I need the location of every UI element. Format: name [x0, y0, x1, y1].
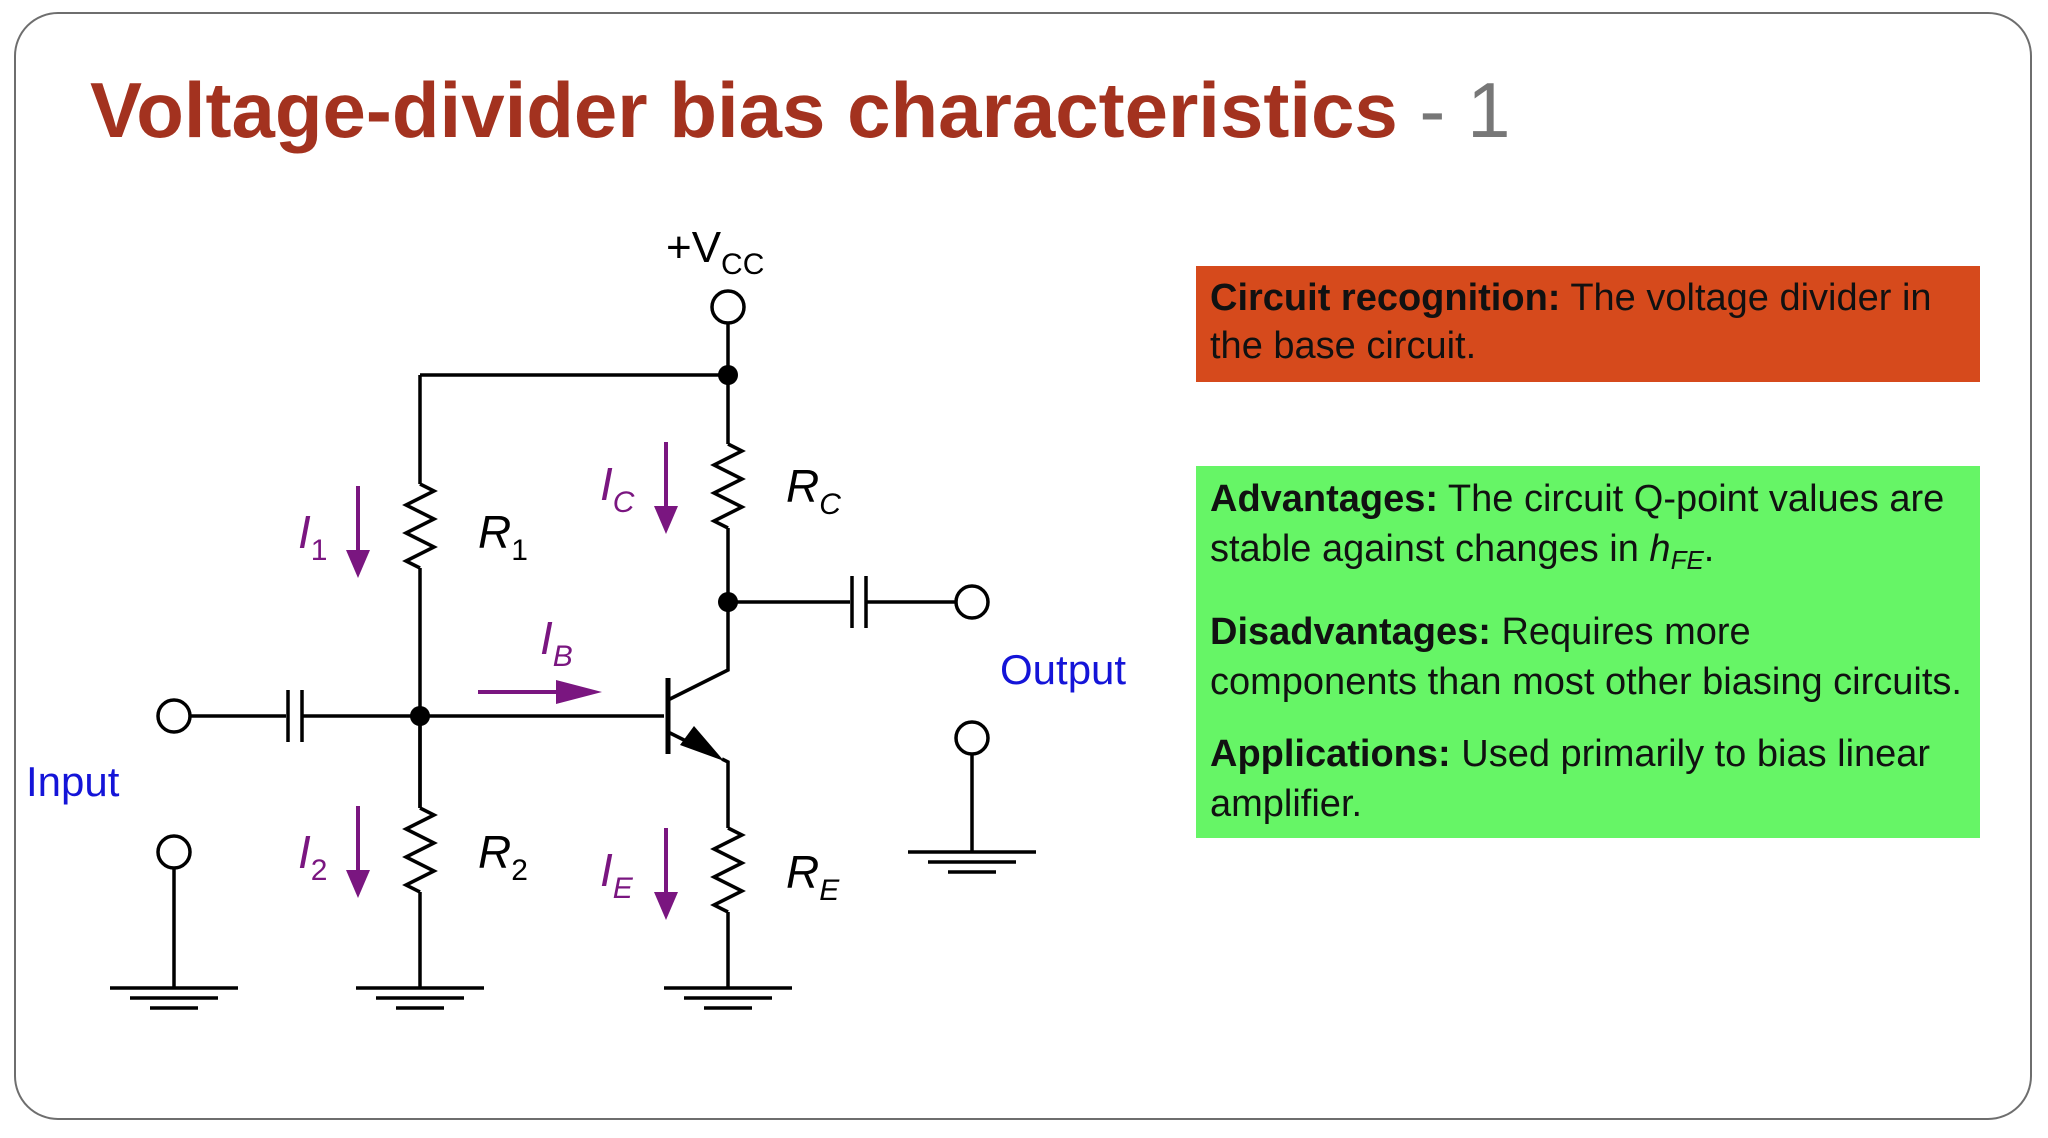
input-ground-icon — [110, 986, 238, 1010]
output-ground-terminal — [954, 720, 990, 756]
applications-heading: Applications: — [1210, 733, 1451, 775]
circuit-recognition-box: Circuit recognition: The voltage divider… — [1196, 266, 1980, 382]
output-ground-icon — [908, 850, 1036, 874]
transistor-collector — [667, 600, 730, 702]
input-capacitor — [286, 690, 304, 742]
re-resistor — [710, 826, 746, 914]
title-main: Voltage-divider bias characteristics — [90, 66, 1398, 154]
vcc-terminal — [710, 289, 746, 325]
input-terminal — [156, 698, 192, 734]
i2-label: I2 — [298, 826, 327, 887]
re-ground-icon — [664, 986, 792, 1010]
i1-label: I1 — [298, 506, 327, 567]
recognition-heading: Circuit recognition: — [1210, 277, 1561, 319]
applications-paragraph: Applications: Used primarily to bias lin… — [1210, 729, 1966, 829]
output-capacitor — [850, 576, 868, 628]
output-label: Output — [1000, 646, 1126, 693]
rc-label: RC — [786, 460, 841, 521]
vcc-label: +VCC — [666, 223, 764, 281]
emitter-wire — [721, 757, 730, 828]
ic-arrow-head — [654, 506, 678, 534]
ib-arrow-head — [556, 680, 602, 704]
r2-resistor — [402, 806, 438, 894]
details-box-background — [1196, 466, 1980, 838]
advantages-heading: Advantages: — [1210, 478, 1439, 520]
disadvantages-paragraph: Disadvantages: Requires more components … — [1210, 607, 1966, 707]
slide-title: Voltage-divider bias characteristics - 1 — [90, 66, 1511, 154]
i1-arrow-head — [346, 550, 370, 578]
details-box: Advantages: The circuit Q-point values a… — [1196, 466, 1980, 837]
ie-arrow-head — [654, 892, 678, 920]
input-ground-terminal — [156, 834, 192, 870]
re-label: RE — [786, 846, 840, 907]
rc-resistor — [710, 442, 746, 530]
hfe-symbol: h — [1649, 528, 1671, 570]
ic-label: IC — [600, 458, 635, 519]
r2-ground-icon — [356, 986, 484, 1010]
output-terminal — [954, 584, 990, 620]
disadvantages-text: Requires more components than most other… — [1210, 611, 1962, 703]
i2-arrow-head — [346, 870, 370, 898]
advantages-end: . — [1703, 528, 1715, 570]
disadvantages-heading: Disadvantages: — [1210, 611, 1491, 653]
emitter-arrow-icon — [680, 726, 724, 761]
r1-label: R1 — [478, 506, 528, 567]
advantages-text: The circuit Q-point values are stable ag… — [1210, 478, 1945, 570]
applications-text: Used primarily to bias linear amplifier. — [1210, 733, 1931, 825]
r1-resistor — [402, 482, 438, 570]
r2-label: R2 — [478, 826, 528, 887]
title-suffix: - 1 — [1397, 66, 1511, 154]
input-label: Input — [26, 758, 120, 805]
hfe-subscript: FE — [1670, 545, 1704, 575]
ib-label: IB — [540, 612, 573, 673]
ie-label: IE — [600, 844, 634, 905]
advantages-paragraph: Advantages: The circuit Q-point values a… — [1210, 474, 1966, 585]
recognition-text: The voltage divider in the base circuit. — [1210, 277, 1932, 367]
